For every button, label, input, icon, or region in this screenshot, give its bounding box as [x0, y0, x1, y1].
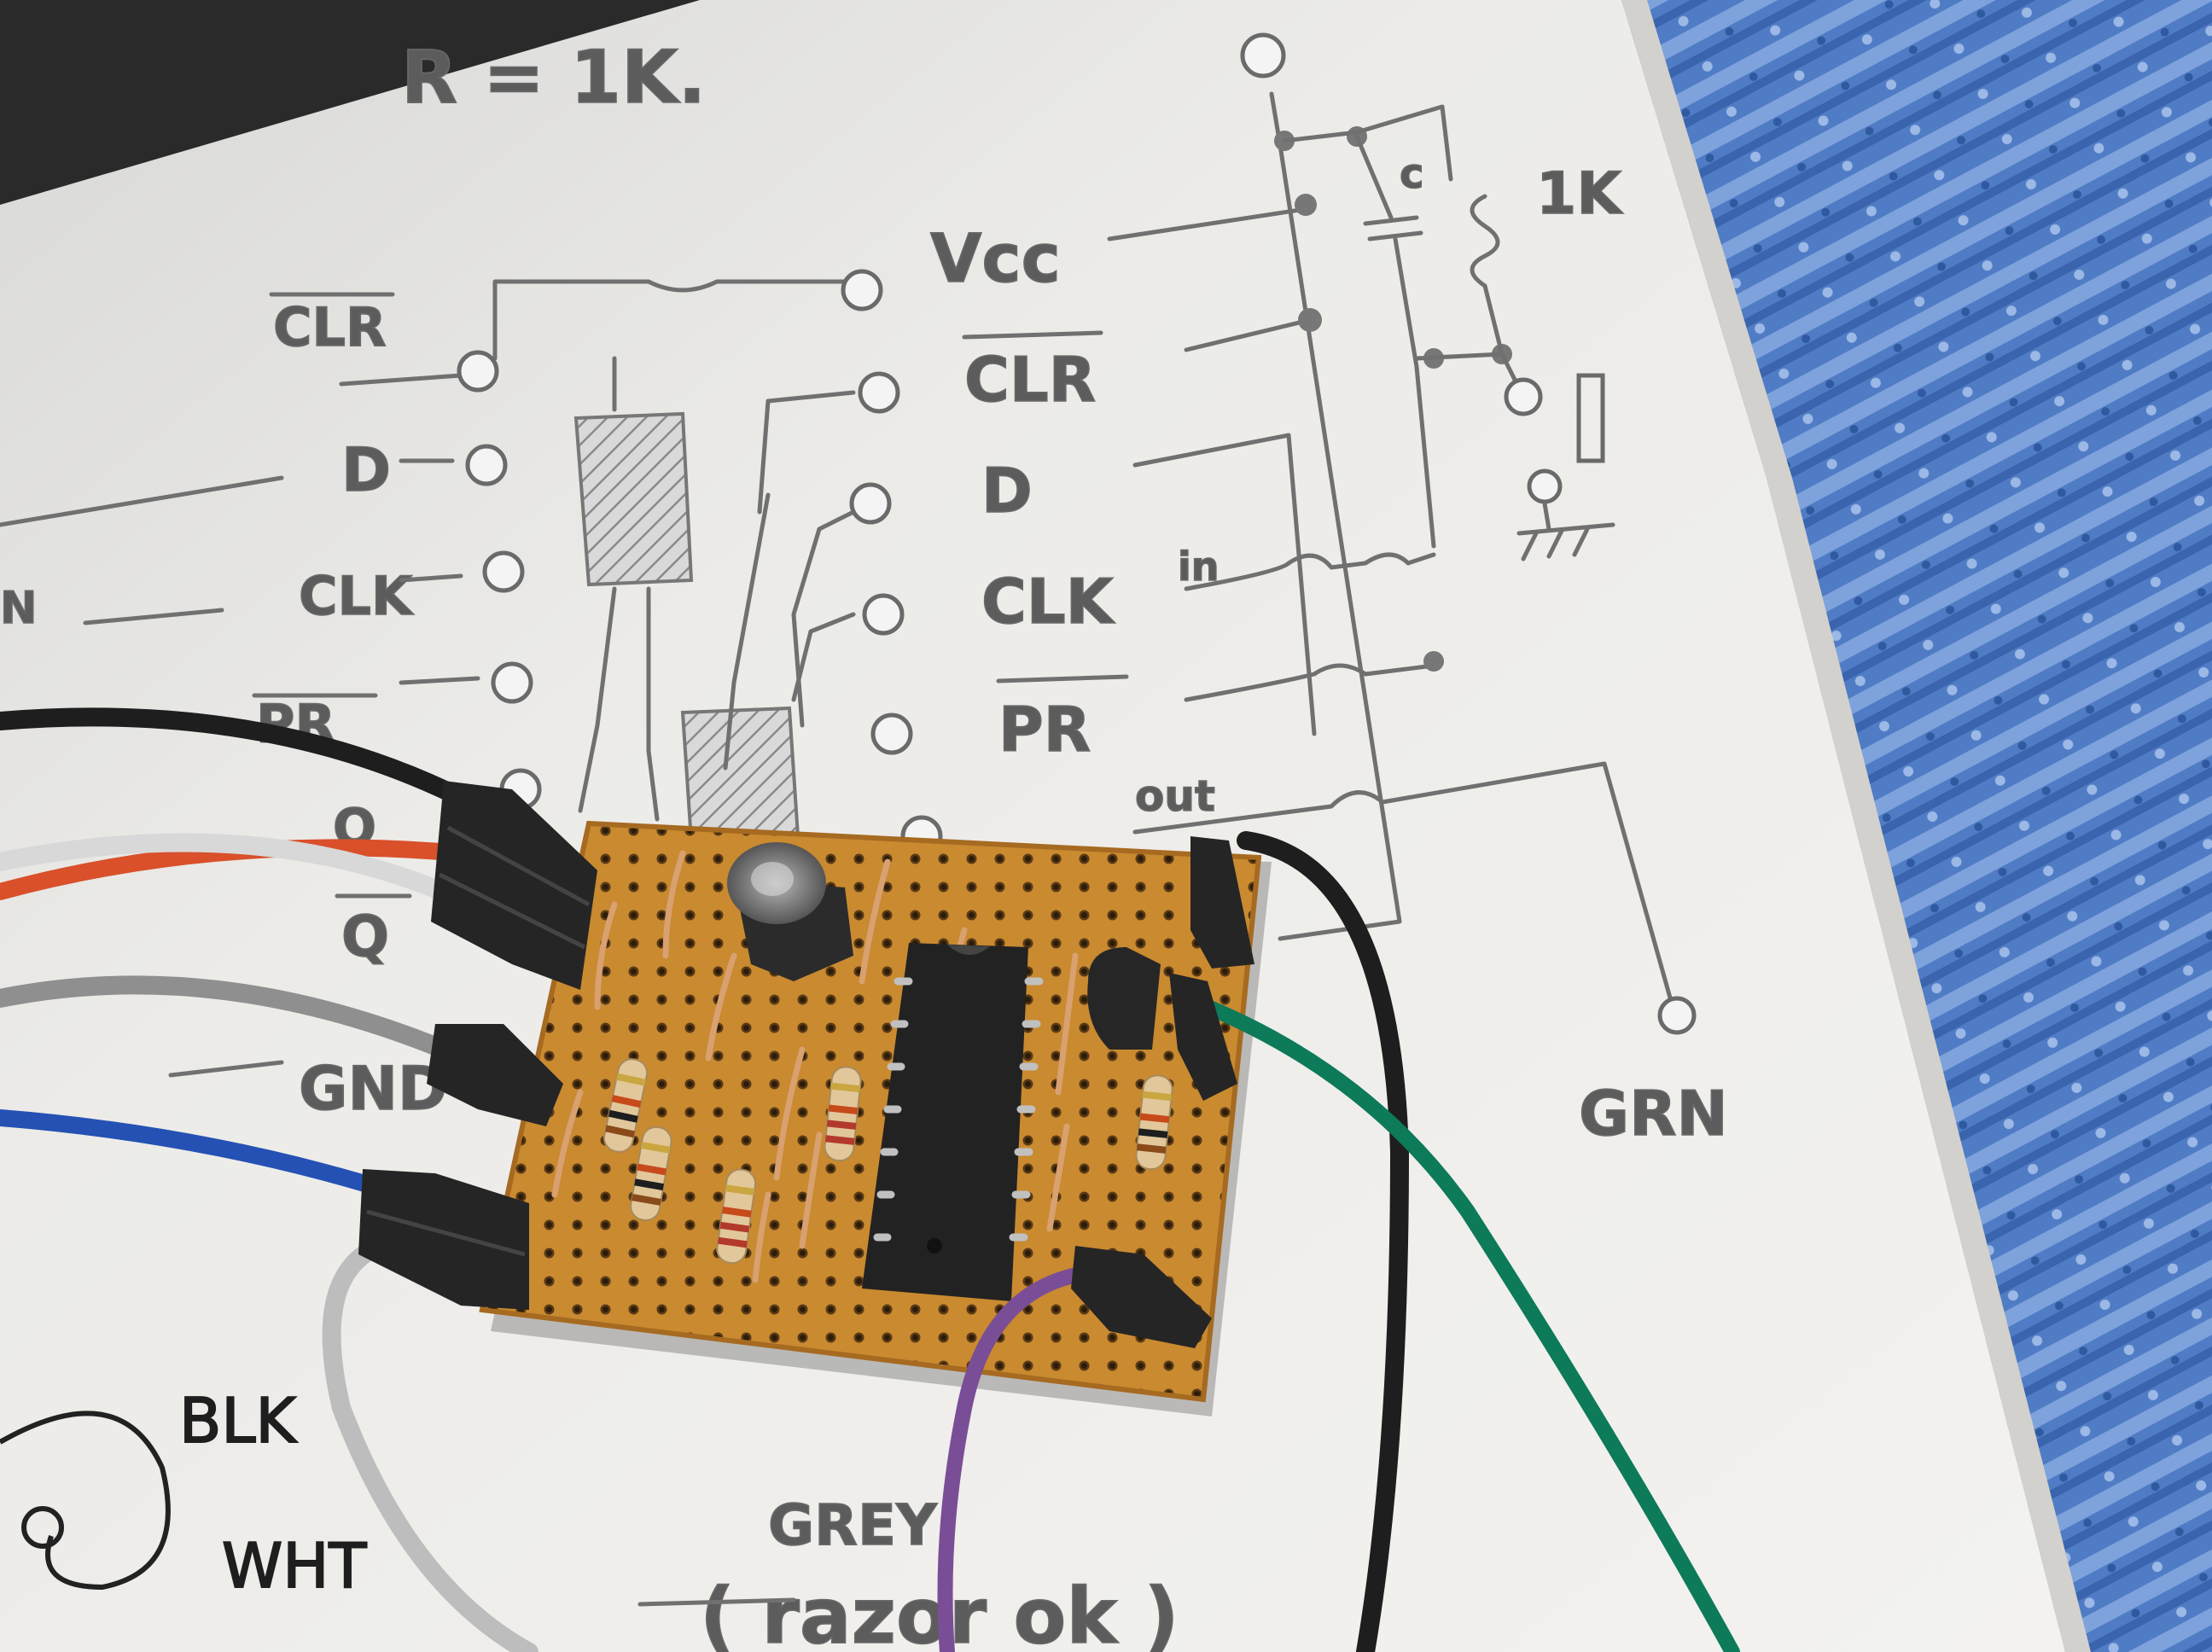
pencil-schematic: R = 1K. CLR D CLK PR Q Q N: [0, 32, 1729, 1652]
cap-plate-bottom: [1367, 230, 1423, 241]
ground-pin: [1527, 468, 1563, 504]
black-wire-right: [1237, 831, 1410, 1652]
grey-label: GREY: [768, 1492, 938, 1558]
top-note: R = 1K.: [401, 35, 706, 120]
right-clr-label: CLR: [964, 344, 1096, 416]
left-pin-pr: [491, 661, 533, 704]
vcc-wire: [1107, 206, 1308, 241]
paper-edge: [1621, 0, 2091, 1652]
electrolytic-capacitor: [727, 842, 853, 981]
left-clk-label: CLK: [299, 565, 414, 627]
resistor-zigzag: [1470, 194, 1505, 357]
blue-wire: [0, 1109, 410, 1203]
left-ic-outline: [492, 279, 856, 361]
green-wire: [1179, 991, 1740, 1652]
grey-wire-bottom: [322, 1232, 538, 1652]
switch-pin: [1504, 377, 1543, 416]
right-vcc-label: Vcc: [930, 221, 1061, 298]
right-pin-clk: [862, 593, 905, 636]
grn-label: GRN: [1579, 1078, 1728, 1149]
ic-chip: [862, 943, 1044, 1301]
left-pin-d: [465, 444, 508, 486]
resistor-3: [716, 1168, 757, 1265]
connector-triple-left: [431, 781, 597, 990]
gnd-label: GND: [299, 1054, 447, 1124]
hatched-chip-left: [573, 411, 694, 587]
right-d-label: D: [981, 455, 1033, 526]
wire-bundle: [0, 707, 1740, 1652]
connector-gnd: [427, 1024, 563, 1126]
left-clr-label: CLR: [273, 296, 387, 358]
blk-label: BLK: [179, 1385, 298, 1457]
resistor-5: [1135, 1074, 1173, 1171]
connector-blue: [358, 1169, 529, 1310]
right-pin-clr: [858, 371, 900, 414]
right-pr-label: PR: [998, 694, 1091, 765]
cap-label: c: [1400, 150, 1423, 198]
res-label: 1K: [1536, 160, 1623, 228]
transistor: [1087, 947, 1161, 1050]
shadow-corner: [0, 0, 700, 205]
right-pin-vcc: [841, 269, 883, 311]
connectors: [358, 781, 1254, 1348]
connector-purple: [1071, 1246, 1212, 1348]
cap-plate-top: [1363, 215, 1419, 226]
resistor-2: [630, 1126, 672, 1222]
resistor-4: [824, 1066, 862, 1162]
wht-label: WHT: [222, 1530, 367, 1602]
left-d-label: D: [341, 435, 391, 505]
left-edge-n-label: N: [0, 583, 38, 634]
connector-top-right: [1190, 836, 1254, 969]
push-switch: [1576, 373, 1605, 463]
left-qbar-label: Q: [341, 904, 389, 969]
purple-wire: [937, 1264, 1109, 1652]
grn-pin: [1657, 996, 1697, 1035]
right-clk-label: CLK: [981, 566, 1115, 637]
connector-green: [1169, 973, 1237, 1101]
supply-pin: [1240, 32, 1286, 79]
resistor-1: [602, 1058, 649, 1153]
hatched-chip-right: [680, 706, 800, 843]
stripboard: [479, 820, 1272, 1416]
right-pin-d: [849, 482, 892, 525]
board-body: [482, 823, 1259, 1399]
out-label: out: [1135, 771, 1215, 821]
white-wire-left: [0, 833, 462, 905]
grey-wire-left: [0, 975, 453, 1059]
ink-notes: BLK WHT: [0, 1384, 368, 1603]
left-pin-clr: [457, 350, 499, 393]
right-pin-pr: [870, 713, 913, 755]
left-pin-clk: [482, 550, 525, 593]
black-wire-left: [0, 707, 462, 803]
